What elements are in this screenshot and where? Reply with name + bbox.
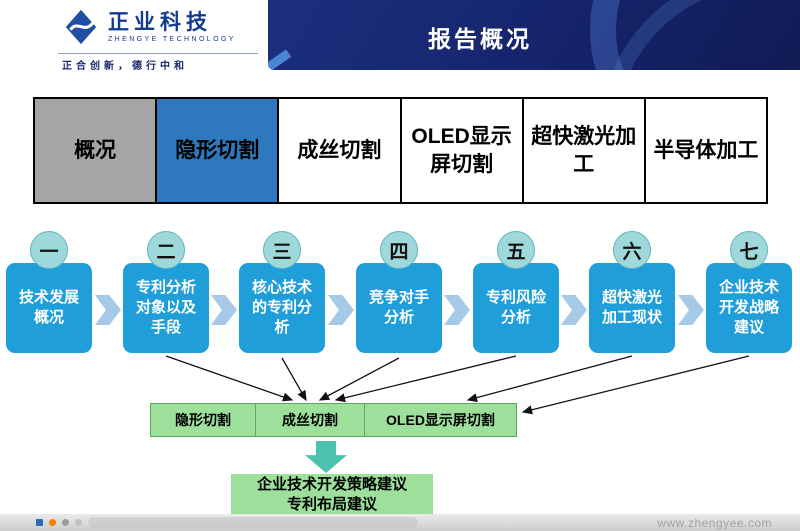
dot-gray-icon [62,519,69,526]
tab-filament-cutting[interactable]: 成丝切割 [277,99,400,202]
category-oled-display-cutting: OLED显示屏切割 [364,403,517,437]
banner-swoosh-decoration [590,0,800,70]
down-arrow-icon [305,441,347,473]
company-name-en: ZHENGYE TECHNOLOGY [108,36,236,44]
company-tagline: 正合创新，德行中和 [62,61,188,72]
step-7: 七 企业技术开发战略建议 [706,231,792,353]
step-box: 核心技术的专利分析 [239,263,325,353]
step-number-badge: 七 [730,231,768,269]
step-3: 三 核心技术的专利分析 [239,231,325,353]
company-logo: 正业科技 ZHENGYE TECHNOLOGY [62,8,236,46]
conclusion-line-1: 企业技术开发策略建议 [256,475,407,493]
category-filament-cutting: 成丝切割 [255,403,365,437]
dot-lightgray-icon [75,519,82,526]
step-number-badge: 五 [497,231,535,269]
step-number-badge: 六 [613,231,651,269]
page-title: 报告概况 [428,26,532,52]
website-url: www.zhengyee.com [657,516,772,530]
company-logo-text: 正业科技 ZHENGYE TECHNOLOGY [108,11,236,43]
step-number-badge: 一 [30,231,68,269]
tab-semiconductor-processing[interactable]: 半导体加工 [643,99,767,202]
conclusion-line-2: 专利布局建议 [286,496,377,513]
step-5: 五 专利风险分析 [473,231,559,353]
step-6: 六 超快激光加工现状 [589,231,675,353]
step-4: 四 竞争对手分析 [356,231,442,353]
right-arrow-icon [678,295,704,325]
category-bar: 隐形切割 成丝切割 OLED显示屏切割 [150,403,517,437]
logo-divider [58,53,258,54]
tab-ultrafast-laser-processing[interactable]: 超快激光加工 [521,99,644,202]
step-number-badge: 三 [263,231,301,269]
conclusion-box: 企业技术开发策略建议 专利布局建议 [231,474,433,516]
header: 正业科技 ZHENGYE TECHNOLOGY 正合创新，德行中和 报告概况 [0,0,800,95]
tab-oled-display-cutting[interactable]: OLED显示屏切割 [399,99,522,202]
company-logo-icon [62,8,100,46]
step-number-badge: 二 [147,231,185,269]
right-arrow-icon [444,295,470,325]
step-box: 专利风险分析 [473,263,559,353]
step-box: 专利分析对象以及手段 [123,263,209,353]
slide-progress-dots [36,519,82,526]
tab-stealth-dicing[interactable]: 隐形切割 [155,99,278,202]
category-stealth-dicing: 隐形切割 [150,403,256,437]
banner-accent-decoration [268,49,292,70]
step-box: 竞争对手分析 [356,263,442,353]
dot-blue-square-icon [36,519,43,526]
step-number-badge: 四 [380,231,418,269]
tab-overview[interactable]: 概况 [35,99,156,202]
footer: www.zhengyee.com [0,514,800,531]
step-box: 企业技术开发战略建议 [706,263,792,353]
footer-decoration-bar [88,517,418,528]
title-banner: 报告概况 [268,0,800,70]
step-box: 技术发展概况 [6,263,92,353]
right-arrow-icon [211,295,237,325]
step-box: 超快激光加工现状 [589,263,675,353]
company-name: 正业科技 [108,10,212,34]
step-2: 二 专利分析对象以及手段 [123,231,209,353]
right-arrow-icon [328,295,354,325]
section-tabs: 概况 隐形切割 成丝切割 OLED显示屏切割 超快激光加工 半导体加工 [33,97,768,204]
dot-orange-icon [49,519,56,526]
right-arrow-icon [561,295,587,325]
right-arrow-icon [95,295,121,325]
step-1: 一 技术发展概况 [6,231,92,353]
